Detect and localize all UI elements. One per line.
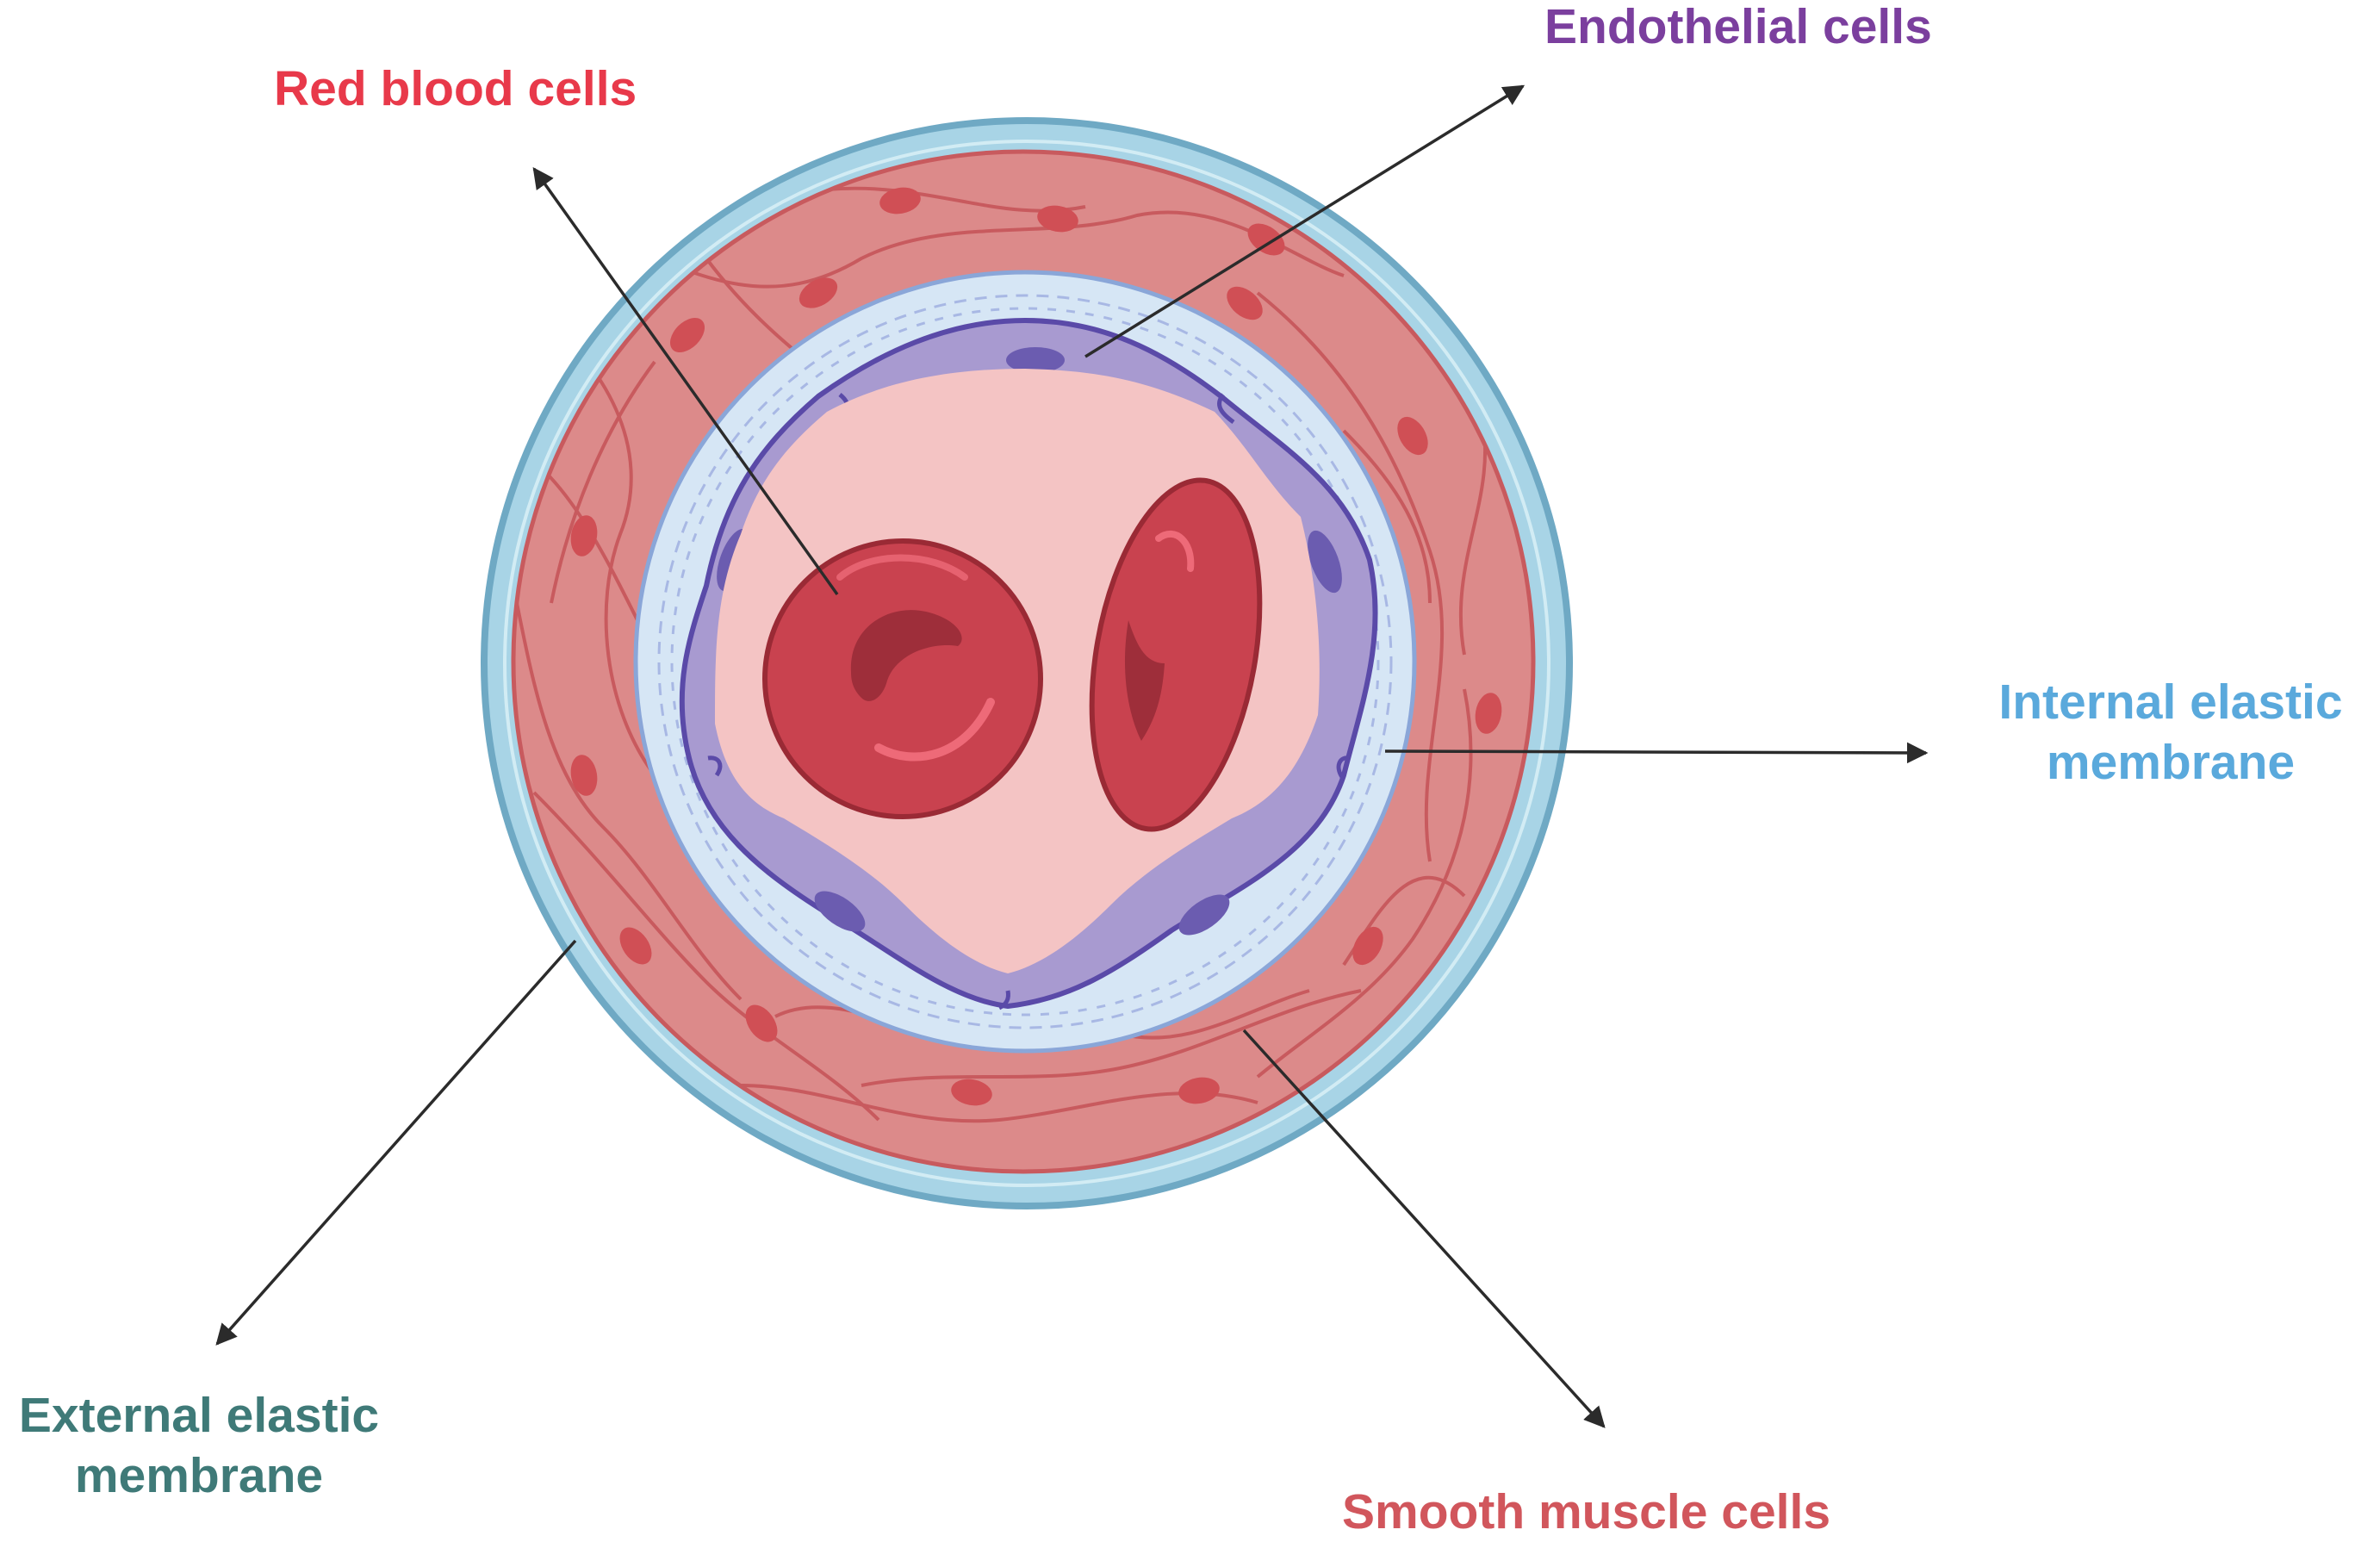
label-external-elastic-membrane-line-2: membrane bbox=[74, 1448, 324, 1503]
arrow-smooth-muscle-cells bbox=[1242, 1029, 1606, 1428]
endothelial-cell-junctions bbox=[707, 393, 1350, 1010]
red-blood-cell-oval bbox=[1089, 477, 1263, 832]
label-internal-elastic-membrane: Internal elastic membrane bbox=[1973, 672, 2369, 793]
label-smooth-muscle-cells: Smooth muscle cells bbox=[1342, 1484, 1831, 1539]
label-external-elastic-membrane: External elastic membrane bbox=[0, 1385, 398, 1506]
arrow-internal-elastic-membrane bbox=[1384, 742, 1929, 764]
smooth-muscle-cell-boundaries bbox=[515, 186, 1488, 1123]
arrow-endothelial-cells bbox=[1084, 84, 1526, 358]
label-internal-elastic-membrane-line-1: Internal elastic bbox=[1998, 675, 2343, 730]
red-blood-cell-round bbox=[762, 538, 1043, 819]
label-red-blood-cells: Red blood cells bbox=[274, 61, 637, 116]
smooth-muscle-nuclei bbox=[570, 187, 1502, 1106]
label-endothelial-cells: Endothelial cells bbox=[1544, 0, 1932, 54]
label-external-elastic-membrane-line-1: External elastic bbox=[18, 1388, 380, 1443]
label-internal-elastic-membrane-line-2: membrane bbox=[2046, 735, 2296, 790]
arrow-red-blood-cells bbox=[532, 167, 839, 596]
arrow-external-elastic-membrane bbox=[215, 939, 577, 1346]
callout-arrows bbox=[215, 84, 1929, 1428]
